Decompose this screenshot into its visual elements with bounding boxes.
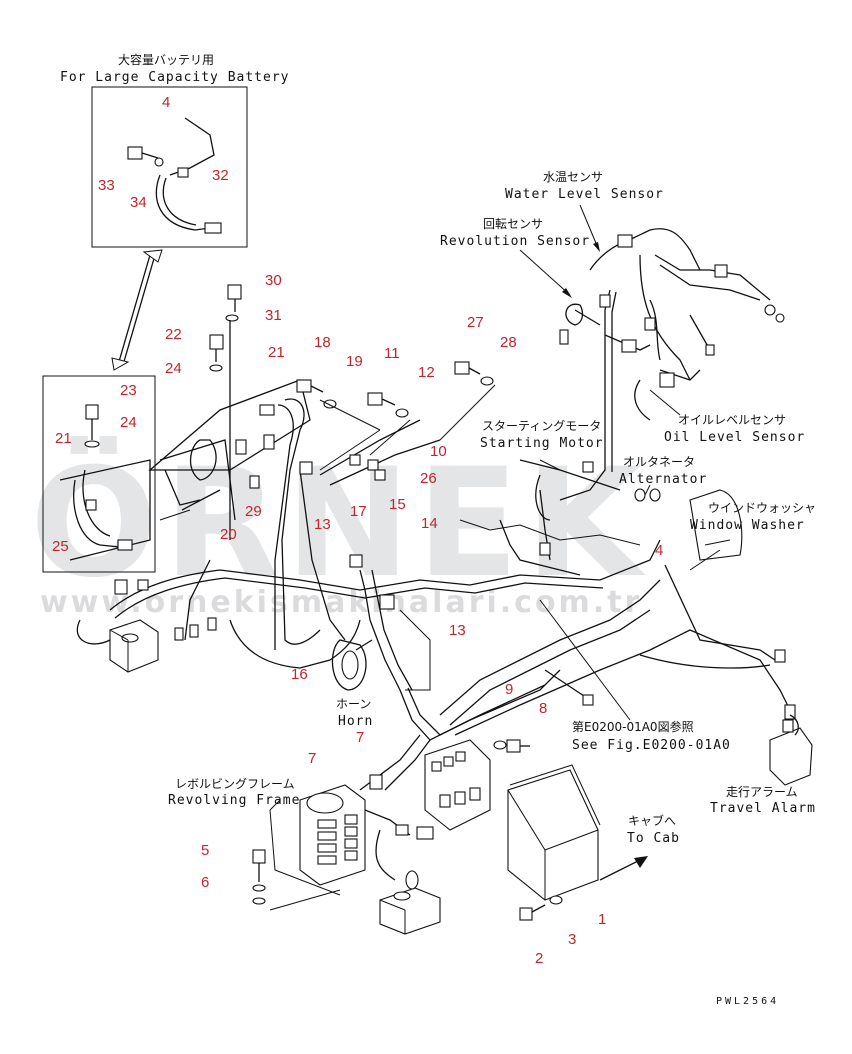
window-washer-label-jp: ウインドウォッシャ — [708, 501, 816, 515]
callout-17: 17 — [350, 503, 367, 520]
large-battery-inset: 大容量バッテリ用 For Large Capacity Battery — [60, 52, 290, 248]
callout-28: 28 — [500, 334, 517, 351]
revolving-frame-label-jp: レボルビングフレーム — [175, 777, 295, 791]
watermark-url: www.ornekismakinalari.com.tr — [40, 585, 642, 620]
revolving-frame-label-en: Revolving Frame — [168, 793, 300, 808]
oil-level-label-en: Oil Level Sensor — [664, 430, 805, 445]
to-cab-label-jp: キャブへ — [628, 813, 676, 828]
water-sensor-label-jp: 水温センサ — [543, 170, 603, 184]
callout-6: 6 — [201, 874, 209, 891]
battery-base-inset — [42, 375, 156, 573]
sensor-harness — [559, 228, 785, 501]
callout-32: 32 — [212, 167, 229, 184]
alternator-label-jp: オルタネータ — [623, 455, 695, 469]
callout-9: 9 — [505, 681, 513, 698]
bottom-connector-block — [379, 870, 441, 935]
starting-motor-label-en: Starting Motor — [480, 436, 604, 451]
callout-8: 8 — [539, 700, 547, 717]
callout-2: 2 — [535, 950, 543, 967]
lower-fasteners — [252, 739, 563, 921]
callout-14: 14 — [421, 515, 438, 532]
callout-13-lower: 13 — [449, 622, 466, 639]
callout-34: 34 — [130, 194, 147, 211]
callout-15: 15 — [389, 496, 406, 513]
horn-label-en: Horn — [338, 714, 373, 729]
inset-link-arrow — [111, 249, 163, 371]
starting-motor-label-jp: スターティングモータ — [482, 419, 601, 433]
callout-21-main: 21 — [268, 344, 285, 361]
callout-7-upper: 7 — [308, 750, 316, 767]
callout-3: 3 — [568, 931, 576, 948]
callout-1: 1 — [598, 911, 606, 928]
callout-10: 10 — [430, 443, 447, 460]
component-labels: 水温センサ Water Level Sensor 回転センサ Revolutio… — [168, 170, 816, 1007]
revolution-sensor-label-jp: 回転センサ — [483, 217, 543, 231]
alternator-label-en: Alternator — [619, 472, 707, 487]
callout-23: 23 — [120, 382, 137, 399]
callout-27: 27 — [467, 314, 484, 331]
callout-30: 30 — [265, 272, 282, 289]
inset-frame-top — [91, 86, 248, 248]
callout-4-main: 4 — [655, 542, 663, 559]
to-cab-label-en: To Cab — [627, 831, 680, 846]
callout-25: 25 — [52, 538, 69, 555]
horn-label-jp: ホーン — [336, 697, 371, 711]
horn — [331, 639, 373, 691]
callout-26: 26 — [420, 470, 437, 487]
battery-box-assembly — [148, 284, 441, 650]
travel-alarm-label-en: Travel Alarm — [710, 801, 816, 816]
callout-bracket — [399, 609, 431, 691]
callout-31: 31 — [265, 307, 282, 324]
callout-24-inset: 24 — [120, 414, 137, 431]
oil-level-label-jp: オイルレベルセンサ — [678, 413, 786, 427]
drawing-code: PWL2564 — [716, 996, 779, 1007]
callout-11: 11 — [384, 345, 400, 362]
callout-24-main: 24 — [165, 360, 182, 377]
revolving-frame-block — [269, 774, 434, 896]
callout-33: 33 — [98, 177, 115, 194]
large-battery-label-jp: 大容量バッテリ用 — [118, 52, 214, 67]
bolt-head — [127, 146, 143, 160]
callout-21-inset: 21 — [55, 430, 72, 447]
callout-numbers: 1 2 3 4 4 5 6 7 7 8 9 10 11 12 13 13 14 … — [52, 94, 663, 967]
see-fig-label-jp: 第E0200-01A0図参照 — [572, 719, 694, 734]
revolution-sensor-label-en: Revolution Sensor — [440, 234, 590, 249]
callout-4-inset: 4 — [162, 94, 170, 111]
see-fig-label-en: See Fig.E0200-01A0 — [572, 738, 731, 753]
water-sensor-label-en: Water Level Sensor — [505, 187, 664, 202]
washer — [154, 157, 164, 167]
callout-18: 18 — [314, 334, 331, 351]
callout-12: 12 — [418, 364, 435, 381]
callout-20: 20 — [220, 526, 237, 543]
travel-alarm-label-jp: 走行アラーム — [726, 785, 798, 799]
callout-16: 16 — [291, 666, 308, 683]
callout-29: 29 — [245, 503, 262, 520]
inset-frame-left — [42, 375, 156, 573]
callout-5: 5 — [201, 842, 209, 859]
callout-22: 22 — [165, 326, 182, 343]
callout-13-upper: 13 — [314, 516, 331, 533]
large-battery-label-en: For Large Capacity Battery — [60, 70, 290, 85]
fastener-row — [296, 361, 496, 471]
leader-lines — [519, 204, 721, 721]
controller-box — [507, 764, 601, 901]
relay-assembly — [359, 734, 491, 831]
callout-19: 19 — [346, 353, 363, 370]
travel-alarm — [769, 714, 813, 786]
callout-7-lower: 7 — [356, 729, 364, 746]
left-connector-block — [109, 619, 159, 673]
main-harness — [76, 489, 796, 741]
window-washer-label-en: Window Washer — [690, 518, 805, 533]
to-cab-arrow — [599, 856, 648, 881]
